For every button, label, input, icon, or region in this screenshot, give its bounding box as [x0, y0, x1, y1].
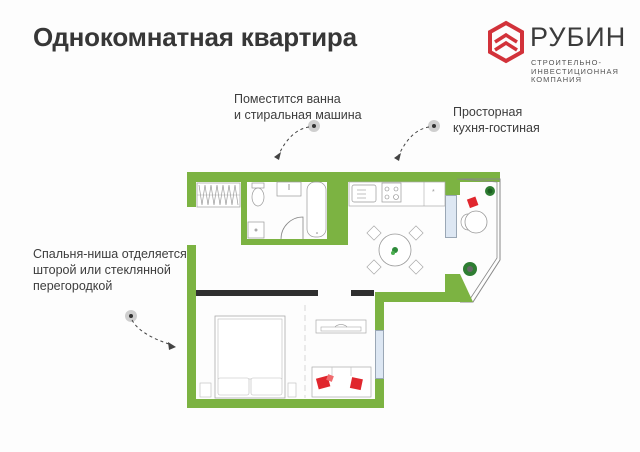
hexagon-chevron-icon — [488, 20, 524, 64]
annotation-line: кухня-гостиная — [453, 121, 540, 135]
partition-right — [351, 290, 374, 296]
annotation-kitchen: Просторная кухня-гостиная — [453, 104, 540, 136]
company-logo — [486, 20, 526, 64]
wall-lower-right-horizontal — [375, 292, 460, 302]
wall-balcony-top — [445, 172, 500, 179]
wall-bath-kitchen — [327, 180, 348, 245]
logo-subtitle-line: СТРОИТЕЛЬНО- — [531, 58, 602, 67]
wall-top — [187, 172, 500, 182]
balcony-glass-door — [445, 195, 457, 238]
wall-left-upper — [187, 172, 196, 207]
logo-subtitle-line: КОМПАНИЯ — [531, 75, 582, 85]
wall-bottom — [187, 399, 384, 408]
svg-text:*: * — [432, 189, 435, 196]
annotation-line: Просторная — [453, 105, 523, 119]
wall-bathroom-left — [241, 180, 247, 245]
annotation-line: перегородкой — [33, 279, 113, 293]
pin-kitchen-icon — [428, 120, 440, 132]
partition-left — [196, 290, 318, 296]
wall-left-lower — [187, 245, 196, 408]
annotation-line: шторой или стеклянной — [33, 263, 171, 277]
bedroom-window — [375, 330, 384, 379]
annotation-bathroom: Поместится ванна и стиральная машина — [234, 91, 362, 123]
logo-subtitle-line: ИНВЕСТИЦИОННАЯ — [531, 66, 619, 76]
page-title: Однокомнатная квартира — [33, 22, 357, 52]
pin-bathroom-icon — [308, 120, 320, 132]
wall-bathroom-bottom — [241, 239, 348, 245]
wall-corner — [445, 274, 460, 302]
pin-bedroom-icon — [125, 310, 137, 322]
annotation-line: и стиральная машина — [234, 108, 362, 122]
annotation-line: Поместится ванна — [234, 92, 341, 106]
logo-name: РУБИН — [530, 22, 627, 52]
logo-subtitle: СТРОИТЕЛЬНО- ИНВЕСТИЦИОННАЯ КОМПАНИЯ — [531, 58, 619, 85]
annotation-line: Спальня-ниша отделяется — [33, 247, 187, 261]
annotation-bedroom: Спальня-ниша отделяется шторой или стекл… — [33, 246, 187, 294]
